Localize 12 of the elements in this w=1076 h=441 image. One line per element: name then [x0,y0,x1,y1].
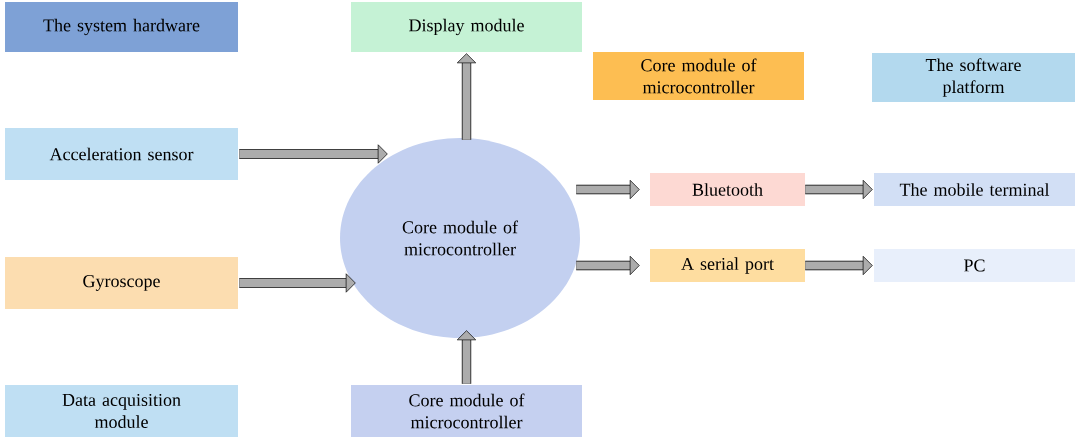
label-box: The mobile terminal [874,173,1075,206]
label-box: Core module of microcontroller [351,385,582,437]
label-box: The system hardware [5,2,238,52]
label-box: A serial port [650,249,805,282]
label-box: The software platform [872,53,1075,102]
label-box: Data acquisition module [5,385,238,437]
label-box: PC [874,249,1075,282]
label-box: Core module of microcontroller [593,52,804,100]
label-box: Display module [351,2,582,52]
label-box: Bluetooth [650,173,805,206]
label-box: Acceleration sensor [5,128,238,180]
label-box: Gyroscope [5,257,238,309]
